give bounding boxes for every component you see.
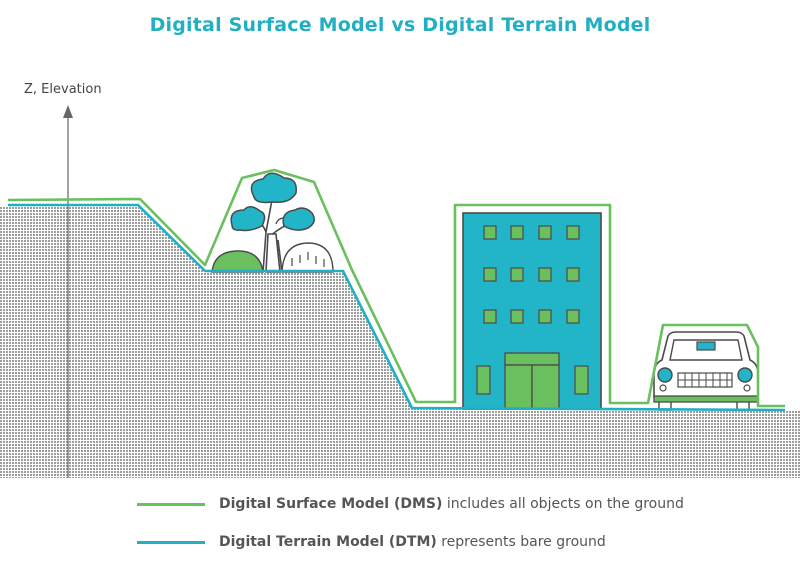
- dtm-legend-text: Digital Terrain Model (DTM) represents b…: [219, 534, 606, 550]
- dsm-legend-description: includes all objects on the ground: [442, 496, 684, 512]
- axis-arrow-icon: [63, 105, 73, 118]
- shrubs: [211, 242, 334, 273]
- y-axis-label: Z, Elevation: [24, 82, 102, 97]
- dsm-legend-text: Digital Surface Model (DMS) includes all…: [219, 496, 684, 512]
- car-icon: [653, 331, 759, 411]
- dtm-line: [8, 203, 786, 412]
- legend-item-dsm: Digital Surface Model (DMS) includes all…: [137, 494, 684, 514]
- dtm-legend-swatch: [137, 540, 205, 544]
- dtm-legend-name: Digital Terrain Model (DTM): [219, 534, 437, 550]
- legend-item-dtm: Digital Terrain Model (DTM) represents b…: [137, 532, 606, 552]
- dsm-line: [7, 168, 785, 408]
- dtm-legend-description: represents bare ground: [436, 534, 606, 550]
- dsm-legend-name: Digital Surface Model (DMS): [219, 496, 443, 512]
- tree-icon: [230, 172, 315, 273]
- building-door: [504, 352, 560, 410]
- elevation-axis: [63, 105, 73, 478]
- building-windows: [476, 225, 589, 395]
- building: [462, 212, 602, 410]
- diagram-title: Digital Surface Model vs Digital Terrain…: [149, 14, 651, 36]
- dsm-legend-swatch: [137, 502, 205, 506]
